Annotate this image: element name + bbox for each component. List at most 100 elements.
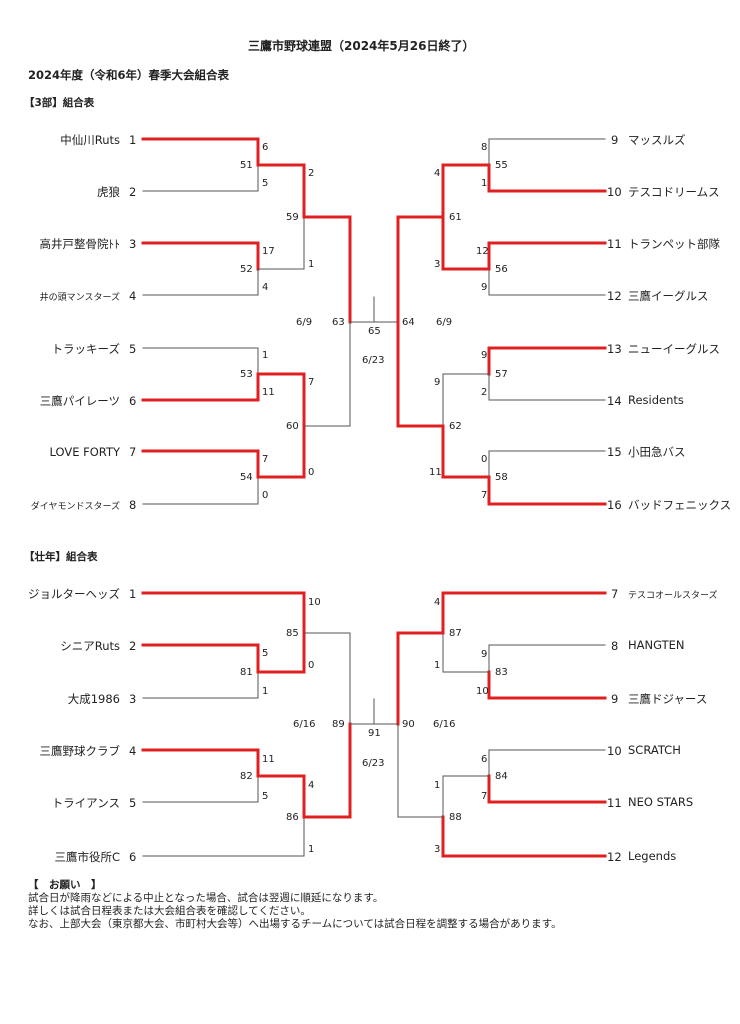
bracket-line	[142, 347, 259, 375]
team-name: 三鷹野球クラブ	[39, 744, 121, 758]
bracket-line	[442, 373, 490, 427]
team-name: 三鷹パイレーツ	[39, 394, 120, 408]
score: 7	[481, 791, 488, 802]
score: 9	[481, 350, 488, 361]
score: 9	[481, 282, 488, 293]
notes-line: 試合日が降雨などによる中止となった場合、試合は翌週に順延になります。	[28, 892, 384, 904]
bracket-line	[396, 631, 445, 726]
bracket-line	[141, 643, 260, 674]
bracket-line	[441, 591, 607, 635]
bracket-line	[396, 215, 445, 324]
bracket-line	[256, 631, 306, 674]
bracket-line	[441, 815, 607, 858]
notes-heading: 【 お願い 】	[28, 879, 102, 891]
team-number: 6	[129, 850, 137, 864]
bracket-line	[303, 321, 351, 427]
team-number: 3	[129, 692, 137, 706]
team-number: 12	[607, 850, 622, 864]
bracket-line	[141, 591, 306, 635]
bracket-line	[142, 775, 259, 803]
score: 17	[262, 246, 275, 257]
score: 0	[308, 660, 315, 671]
team-name: 虎狼	[97, 185, 120, 199]
team-name: LOVE FORTY	[49, 445, 120, 459]
bracket-line	[487, 475, 607, 506]
bracket-line	[441, 424, 491, 479]
team-number: 10	[607, 744, 622, 758]
team-number: 4	[129, 744, 137, 758]
score: 1	[308, 844, 315, 855]
score: 7	[481, 490, 488, 501]
score: 5	[262, 791, 269, 802]
bracket-line	[142, 671, 259, 699]
team-name: Legends	[628, 849, 677, 863]
bracket-line	[256, 774, 306, 819]
team-number: 1	[129, 133, 137, 147]
game-number: 52	[240, 264, 253, 275]
game-number: 62	[449, 421, 462, 432]
team-name: 大成1986	[67, 692, 120, 706]
round-date: 6/16	[433, 719, 456, 730]
score: 6	[262, 142, 269, 153]
game-number: 53	[240, 369, 253, 380]
bracket-line	[488, 138, 606, 166]
team-number: 11	[607, 796, 622, 810]
team-number: 13	[607, 342, 622, 356]
team-name: ダイヤモンドスターズ	[30, 502, 120, 512]
team-name: NEO STARS	[628, 795, 694, 809]
notes-line: なお、上部大会（東京都大会、市町村大会等）へ出場するチームについては試合日程を調…	[28, 918, 562, 930]
section-heading-3bu: 【3部】組合表	[24, 97, 95, 109]
score: 4	[434, 597, 441, 608]
team-number: 9	[611, 692, 619, 706]
score: 7	[262, 454, 269, 465]
bracket-line	[488, 373, 606, 401]
bracket-line	[141, 449, 260, 479]
score: 11	[429, 467, 442, 478]
score: 10	[308, 597, 321, 608]
game-number: 58	[495, 472, 508, 483]
bracket-line	[141, 372, 260, 402]
team-name: 井の頭マンスターズ	[39, 293, 120, 303]
bracket-line	[488, 268, 606, 296]
game-number: 84	[495, 771, 508, 782]
team-number: 16	[607, 498, 622, 512]
team-number: 7	[611, 587, 619, 601]
game-number: 82	[240, 771, 253, 782]
game-number: 81	[240, 667, 253, 678]
bracket-line	[256, 163, 306, 219]
team-number: 6	[129, 394, 137, 408]
team-number: 4	[129, 289, 137, 303]
notes-block: 【 お願い 】 試合日が降雨などによる中止となった場合、試合は翌週に順延になりま…	[28, 879, 562, 931]
score: 9	[481, 649, 488, 660]
team-name: トラッキーズ	[51, 342, 120, 356]
game-number: 90	[402, 719, 415, 730]
score: 3	[434, 259, 441, 270]
team-name: テスコオールスターズ	[628, 591, 718, 601]
team-name: テスコドリームス	[628, 185, 720, 199]
team-name: マッスルズ	[628, 133, 686, 147]
bracket-line	[257, 216, 305, 270]
game-number: 86	[286, 812, 299, 823]
score: 4	[262, 282, 269, 293]
team-number: 2	[129, 639, 137, 653]
team-number: 8	[611, 639, 619, 653]
bracket-line	[487, 163, 607, 193]
bracket-line	[442, 632, 490, 673]
bracket-line	[141, 137, 260, 167]
score: 3	[434, 844, 441, 855]
team-name: 三鷹ドジャース	[628, 692, 708, 706]
team-number: 3	[129, 237, 137, 251]
score: 6	[481, 754, 488, 765]
team-name: Residents	[628, 393, 684, 407]
team-number: 1	[129, 587, 137, 601]
bracket-line	[256, 424, 306, 479]
game-number: 61	[449, 212, 462, 223]
team-number: 12	[607, 289, 622, 303]
score: 7	[308, 377, 315, 388]
score: 10	[476, 686, 489, 697]
game-number: 56	[495, 264, 508, 275]
team-name: 高井戸整骨院ﾄﾄ	[39, 237, 121, 251]
team-name: トライアンス	[51, 796, 120, 810]
score: 1	[481, 178, 488, 189]
